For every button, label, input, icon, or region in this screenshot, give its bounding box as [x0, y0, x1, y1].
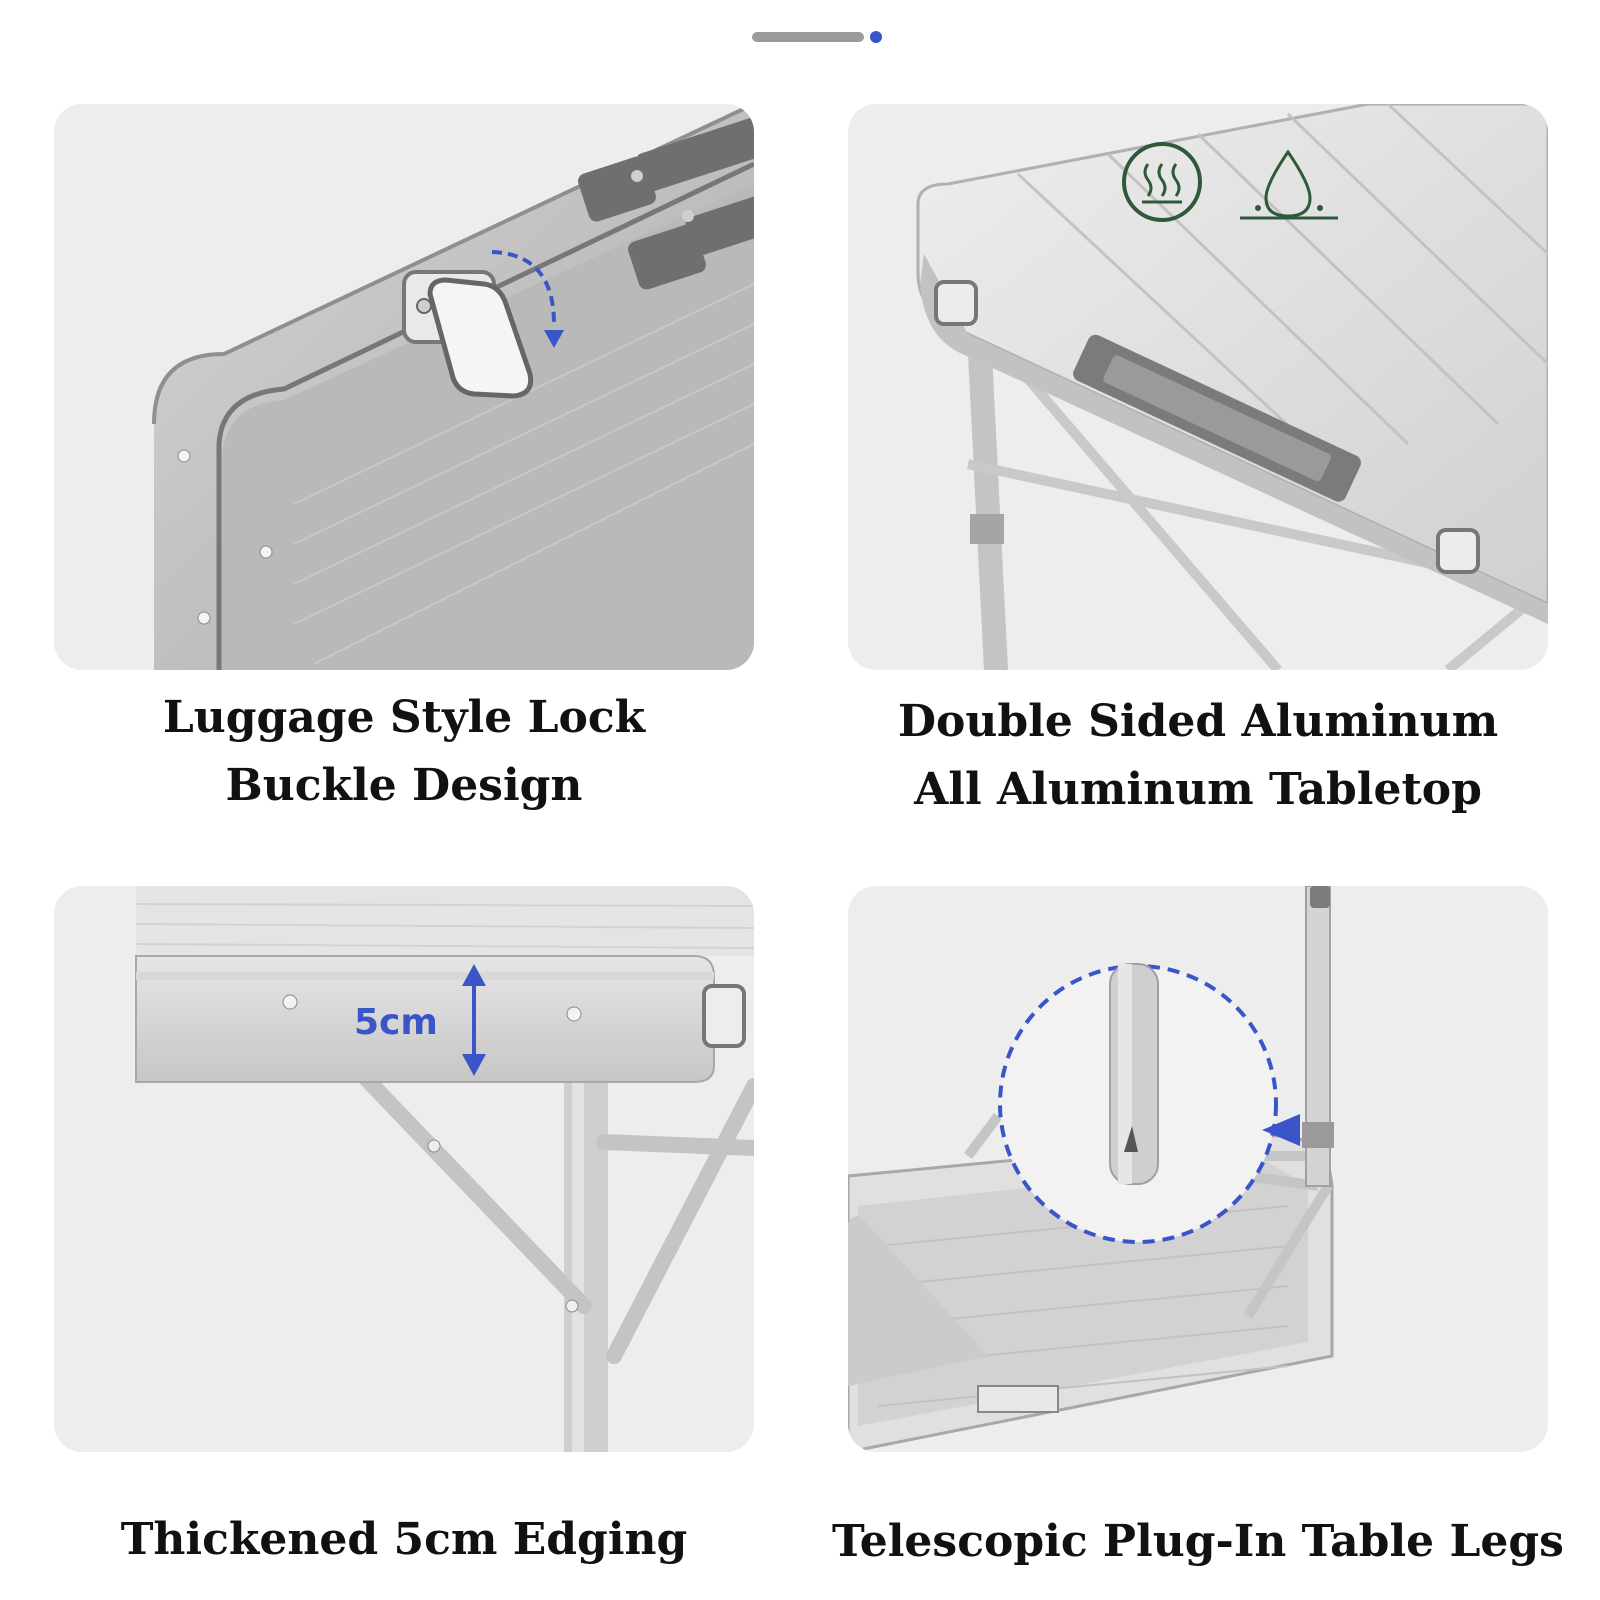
edging-photo: 5cm — [54, 886, 754, 1452]
edging-illustration: 5cm — [135, 886, 754, 1452]
waterproof-icon — [1240, 149, 1338, 220]
pager-inactive-bar[interactable] — [752, 32, 864, 42]
heat-resistant-icon — [1122, 142, 1202, 222]
lock-buckle-photo — [54, 104, 754, 670]
lock-buckle-caption: Luggage Style Lock Buckle Design — [14, 684, 794, 820]
telescopic-legs-caption: Telescopic Plug-In Table Legs — [808, 1508, 1588, 1576]
edging-caption: Thickened 5cm Edging — [14, 1506, 794, 1574]
lock-buckle-illustration — [152, 104, 754, 670]
pager-active-dot[interactable] — [870, 31, 882, 43]
telescopic-legs-illustration — [848, 886, 1334, 1452]
telescopic-legs-photo — [848, 886, 1548, 1452]
aluminum-tabletop-caption-line1: Double Sided Aluminum — [897, 696, 1499, 747]
telescopic-legs-caption-line1: Telescopic Plug-In Table Legs — [832, 1516, 1564, 1567]
lock-buckle-caption-line2: Buckle Design — [225, 760, 583, 811]
aluminum-tabletop-illustration — [916, 104, 1548, 670]
image-pager[interactable] — [752, 30, 892, 44]
aluminum-tabletop-caption-line2: All Aluminum Tabletop — [914, 764, 1482, 815]
edge-dimension-label: 5cm — [354, 1002, 438, 1043]
edging-caption-line1: Thickened 5cm Edging — [120, 1514, 688, 1565]
aluminum-tabletop-caption: Double Sided Aluminum All Aluminum Table… — [808, 688, 1588, 824]
lock-buckle-caption-line1: Luggage Style Lock — [162, 692, 646, 743]
aluminum-tabletop-photo — [848, 104, 1548, 670]
